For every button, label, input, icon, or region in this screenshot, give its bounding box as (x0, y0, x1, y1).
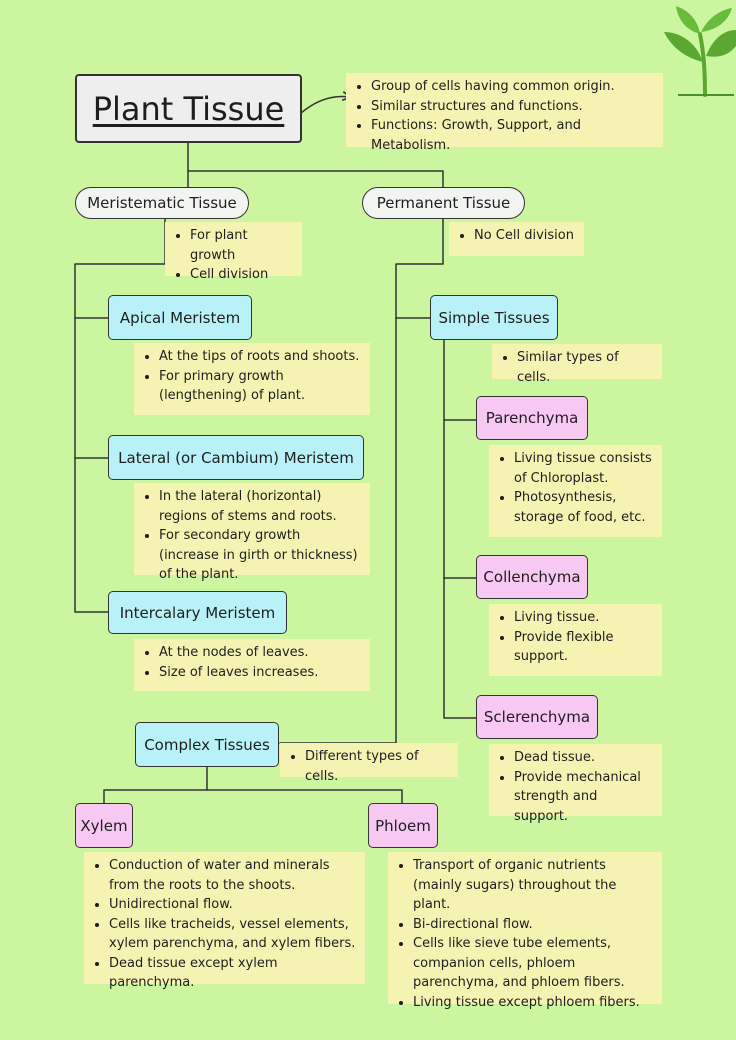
phloem-point: Transport of organic nutrients (mainly s… (413, 856, 654, 915)
intercalary-meristem-node: Intercalary Meristem (108, 591, 287, 634)
permanent-tissue-node: Permanent Tissue (362, 187, 525, 219)
complex-tissues-note: Different types of cells. (280, 743, 458, 784)
simple-tissues-note: Similar types of cells. (492, 344, 662, 385)
intro-note: Group of cells having common origin. Sim… (346, 73, 663, 153)
complex-point: Different types of cells. (305, 747, 450, 786)
phloem-point: Bi-directional flow. (413, 915, 654, 935)
phloem-node: Phloem (368, 803, 438, 848)
collenchyma-point: Living tissue. (514, 608, 654, 628)
sclerenchyma-note: Dead tissue. Provide mechanical strength… (489, 744, 662, 824)
collenchyma-point: Provide flexible support. (514, 628, 654, 667)
parenchyma-note: Living tissue consists of Chloroplast. P… (489, 445, 662, 537)
simple-point: Similar types of cells. (517, 348, 654, 387)
xylem-note: Conduction of water and minerals from th… (84, 852, 365, 990)
meristematic-point: For plant growth (190, 226, 294, 265)
meristematic-tissue-node: Meristematic Tissue (75, 187, 249, 219)
parenchyma-point: Photosynthesis, storage of food, etc. (514, 488, 654, 527)
intercalary-point: At the nodes of leaves. (159, 643, 362, 663)
parenchyma-node: Parenchyma (476, 396, 588, 440)
collenchyma-note: Living tissue. Provide flexible support. (489, 604, 662, 676)
parenchyma-point: Living tissue consists of Chloroplast. (514, 449, 654, 488)
lateral-point: In the lateral (horizontal) regions of s… (159, 487, 362, 526)
permanent-note: No Cell division (449, 222, 584, 256)
phloem-point: Cells like sieve tube elements, companio… (413, 934, 654, 993)
connector-phloem (206, 789, 403, 804)
intro-point: Similar structures and functions. (371, 97, 655, 117)
intercalary-point: Size of leaves increases. (159, 663, 362, 683)
arrow-icon (299, 96, 350, 115)
xylem-point: Cells like tracheids, vessel elements, x… (109, 915, 357, 954)
simple-tissues-node: Simple Tissues (430, 295, 558, 340)
apical-meristem-node: Apical Meristem (108, 295, 252, 340)
connector-xylem (103, 766, 208, 804)
complex-tissues-node: Complex Tissues (135, 722, 279, 767)
xylem-point: Unidirectional flow. (109, 895, 357, 915)
lateral-point: For secondary growth (increase in girth … (159, 526, 362, 585)
intro-point: Functions: Growth, Support, and Metaboli… (371, 116, 655, 155)
permanent-point: No Cell division (474, 226, 576, 246)
phloem-point: Living tissue except phloem fibers. (413, 993, 654, 1013)
intercalary-meristem-note: At the nodes of leaves. Size of leaves i… (134, 639, 370, 691)
plant-sprout-icon (664, 6, 736, 97)
lateral-meristem-node: Lateral (or Cambium) Meristem (108, 435, 364, 480)
apical-point: For primary growth (lengthening) of plan… (159, 367, 362, 406)
apical-point: At the tips of roots and shoots. (159, 347, 362, 367)
xylem-point: Conduction of water and minerals from th… (109, 856, 357, 895)
phloem-note: Transport of organic nutrients (mainly s… (388, 852, 662, 1010)
sclerenchyma-point: Dead tissue. (514, 748, 654, 768)
page-title: Plant Tissue (75, 74, 302, 143)
connector-simple-spine (443, 339, 477, 719)
intro-point: Group of cells having common origin. (371, 77, 655, 97)
lateral-meristem-note: In the lateral (horizontal) regions of s… (134, 483, 370, 582)
sclerenchyma-node: Sclerenchyma (476, 695, 598, 739)
meristematic-point: Cell division (190, 265, 294, 285)
xylem-node: Xylem (75, 803, 133, 848)
collenchyma-node: Collenchyma (476, 555, 588, 599)
sclerenchyma-point: Provide mechanical strength and support. (514, 768, 654, 827)
apical-meristem-note: At the tips of roots and shoots. For pri… (134, 343, 370, 415)
xylem-point: Dead tissue except xylem parenchyma. (109, 954, 357, 993)
meristematic-note: For plant growth Cell division (165, 222, 302, 282)
